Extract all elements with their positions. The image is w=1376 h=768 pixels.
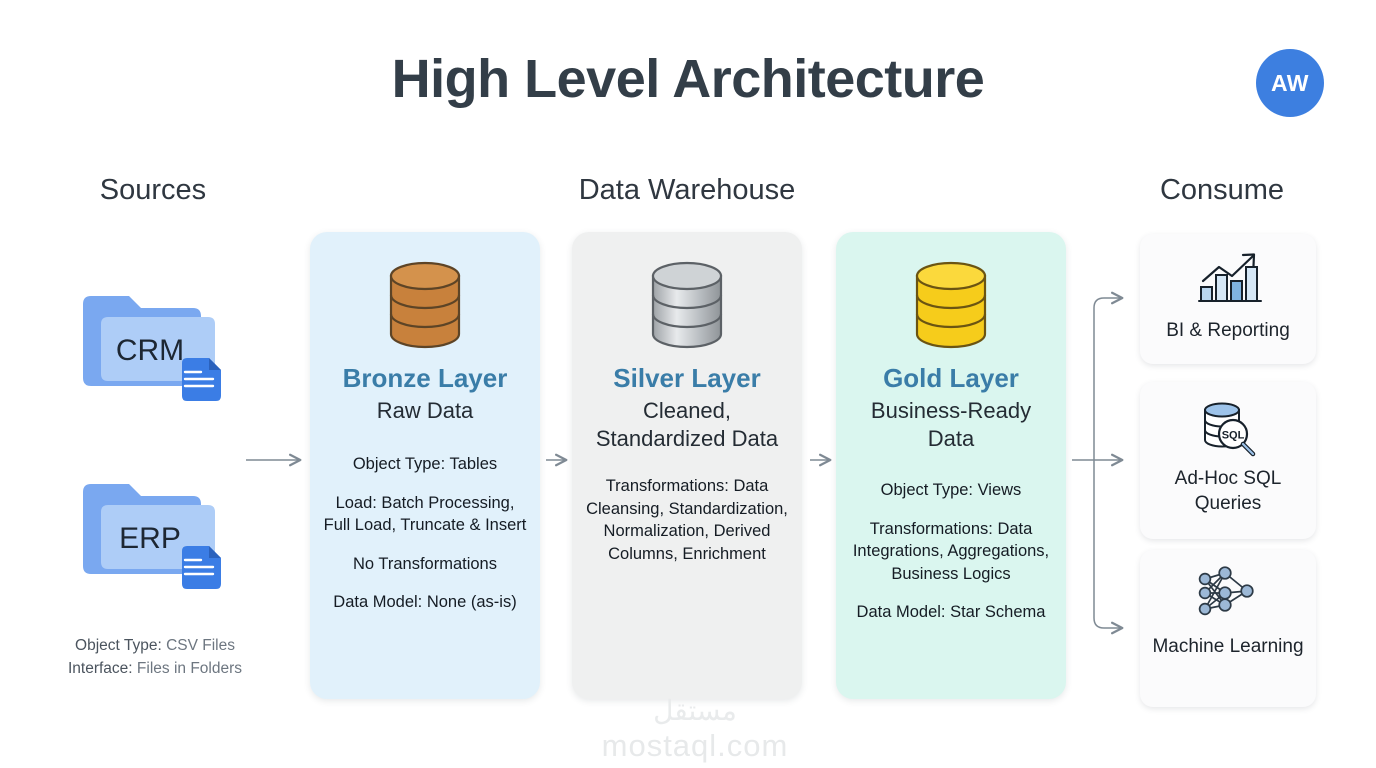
layer-detail-line: Load: Batch Processing, Full Load, Trunc… [323,493,527,535]
layer-detail-line: Object Type: Views [880,481,1022,499]
layer-subtitle: Business-Ready Data [870,398,1032,451]
database-cylinder-gold-icon [848,254,1054,358]
consume-card-label: Machine Learning [1152,636,1304,657]
sources-metadata: Object Type: CSV Files Interface: Files … [10,634,300,680]
sources-interface-value: Files in Folders [136,660,243,677]
layer-subtitle: Cleaned, Standardized Data [595,398,779,451]
sources-object-type-key: Object Type: [75,637,162,654]
avatar-initials: AW [1270,69,1310,96]
document-badge-icon [182,358,221,401]
watermark: مستقل mostaql.com [560,694,830,764]
layer-title: Bronze Layer [342,363,508,393]
column-heading-consume: Consume [1159,174,1285,206]
neural-network-icon [1140,564,1316,626]
database-sql-search-icon: SQL [1140,396,1316,458]
layer-subtitle: Raw Data [376,398,474,423]
layer-card-bronze[interactable]: Bronze Layer Raw Data Object Type: Table… [310,232,540,699]
column-heading-warehouse: Data Warehouse [578,174,796,206]
layer-details: Transformations: Data Cleansing, Standar… [584,475,790,565]
layer-detail-line: Transformations: Data Cleansing, Standar… [586,477,788,563]
folder-icon [83,296,221,401]
consume-card-label: BI & Reporting [1166,320,1290,341]
layer-details: Object Type: Tables Load: Batch Processi… [322,453,528,614]
layer-card-gold[interactable]: Gold Layer Business-Ready Data Object Ty… [836,232,1066,699]
database-cylinder-bronze-icon [322,254,528,358]
layer-title: Silver Layer [613,363,761,393]
layer-detail-line: Data Model: None (as-is) [333,593,517,611]
layer-detail-line: Data Model: Star Schema [856,603,1046,621]
column-heading-sources: Sources [99,174,207,206]
layer-title: Gold Layer [883,363,1019,393]
document-badge-icon [182,546,221,589]
database-cylinder-silver-icon [584,254,790,358]
page-title: High Level Architecture [391,49,985,109]
layer-details: Object Type: Views Transformations: Data… [848,479,1054,624]
bar-chart-trend-icon [1140,248,1316,310]
watermark-arabic: مستقل [653,695,737,726]
source-folder-crm: CRM [75,288,235,406]
consume-card-adhoc-sql[interactable]: SQL Ad-Hoc SQL Queries [1140,382,1316,539]
source-folder-erp: ERP [75,476,235,594]
svg-text:SQL: SQL [1222,430,1245,442]
layer-detail-line: Transformations: Data Integrations, Aggr… [852,519,1050,583]
layer-detail-line: Object Type: Tables [352,455,498,473]
layer-card-silver[interactable]: Silver Layer Cleaned, Standardized Data … [572,232,802,699]
consume-card-machine-learning[interactable]: Machine Learning [1140,550,1316,707]
consume-card-label: Ad-Hoc SQL Queries [1174,468,1282,514]
sources-object-type-value: CSV Files [166,637,235,654]
avatar: AW [1256,49,1324,117]
layer-detail-line: No Transformations [353,554,497,573]
watermark-domain: mostaql.com [601,728,789,763]
sources-interface-key: Interface: [67,660,133,677]
folder-icon [83,484,221,589]
consume-card-bi-reporting[interactable]: BI & Reporting [1140,234,1316,364]
